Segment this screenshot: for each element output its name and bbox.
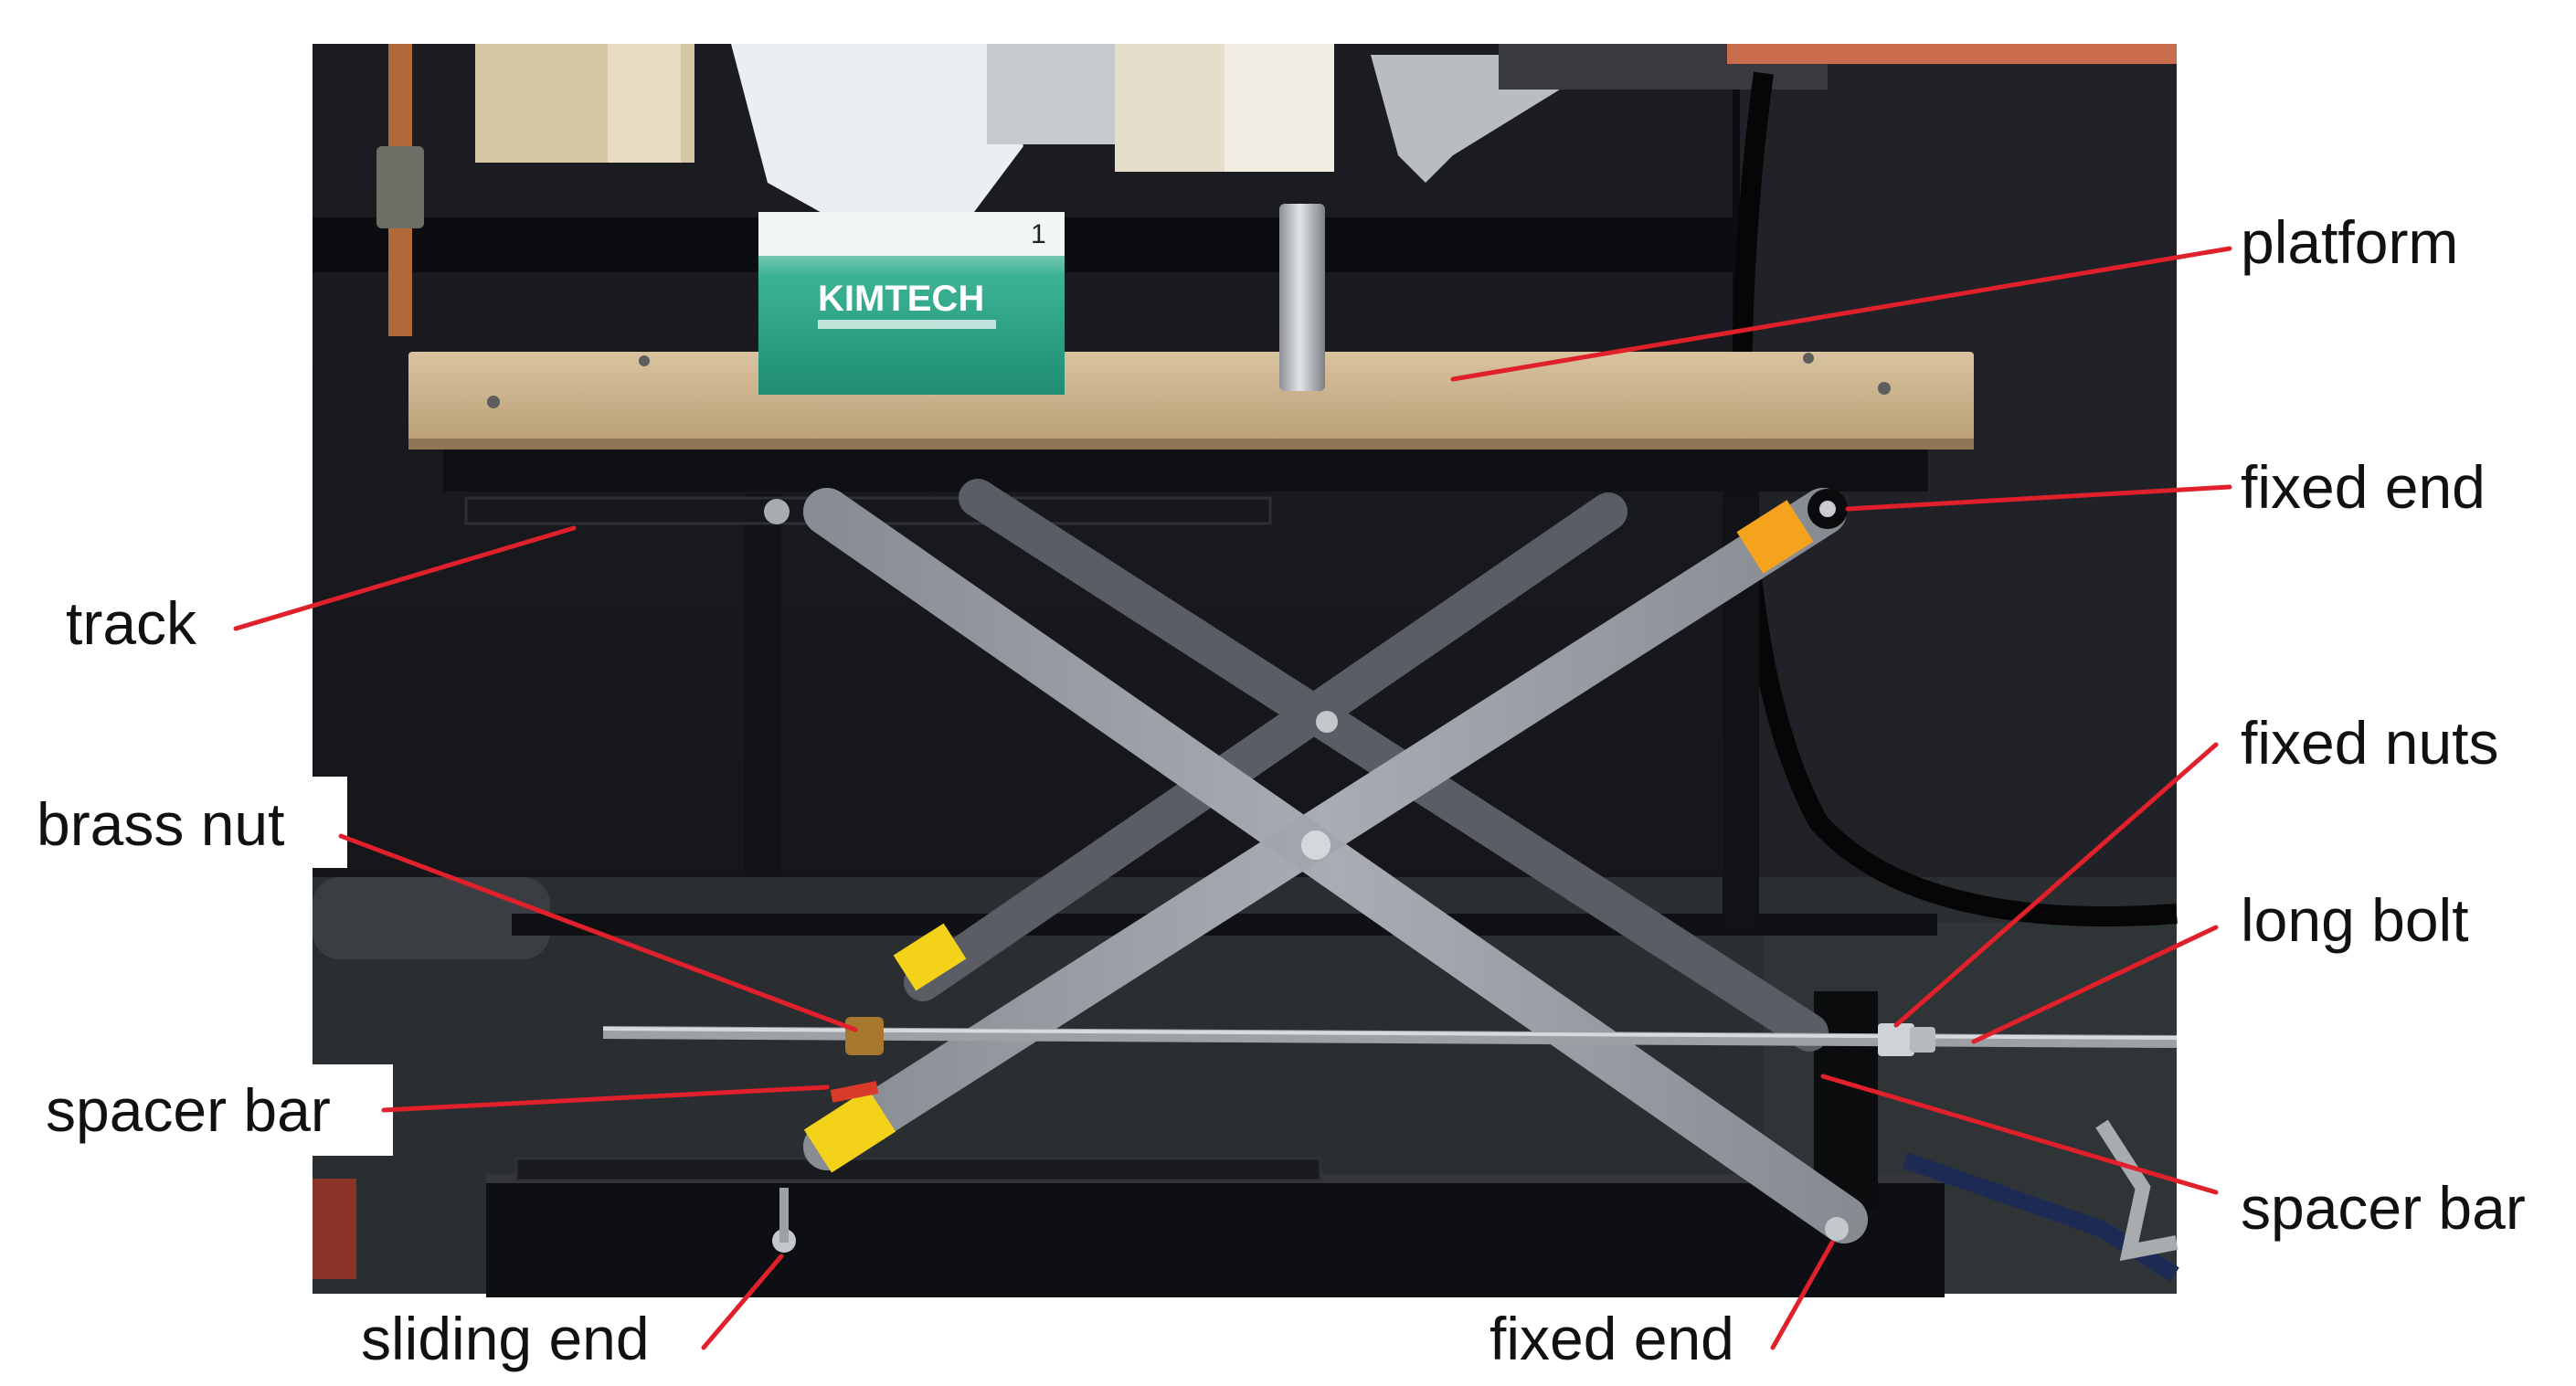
fixed-nuts-part (1878, 1023, 1914, 1056)
leader-spacer-bar-right (1820, 1074, 2219, 1195)
label-fixed-nuts: fixed nuts (2241, 709, 2499, 777)
tissue-box-brand: KIMTECH (818, 279, 984, 319)
leader-track (233, 525, 577, 631)
leader-fixed-end-top (1845, 484, 2232, 512)
label-long-bolt: long bolt (2241, 886, 2469, 954)
leader-brass-nut (338, 833, 858, 1032)
center-pivot (1301, 831, 1330, 860)
tissue-box-number: 1 (1031, 219, 1046, 249)
leader-fixed-end-bottom (1770, 1240, 1835, 1350)
scissor-arm-back-b (904, 492, 1627, 1001)
label-fixed-end-top: fixed end (2241, 453, 2486, 521)
orange-tape (1736, 500, 1814, 574)
leader-lines (233, 246, 2232, 1350)
leader-long-bolt (1971, 925, 2219, 1044)
label-brass-nut: brass nut (37, 790, 284, 858)
platform-frame (443, 450, 1928, 492)
yellow-tape-lower (803, 1088, 896, 1173)
label-spacer-bar-left: spacer bar (46, 1076, 331, 1144)
labels: platform fixed end track fixed nuts bras… (37, 208, 2526, 1372)
label-spacer-bar-right: spacer bar (2241, 1174, 2526, 1242)
bottom-fixed-end-pin (1825, 1217, 1849, 1241)
metal-cylinder (1279, 204, 1325, 391)
base-frame (486, 1179, 1945, 1297)
label-platform: platform (2241, 208, 2458, 276)
leader-spacer-bar-left (381, 1084, 830, 1113)
yellow-tape-upper (893, 923, 967, 991)
tissue-paper (731, 44, 1023, 228)
label-sliding-end: sliding end (361, 1305, 650, 1372)
leader-fixed-nuts (1893, 742, 2219, 1028)
leader-platform (1450, 246, 2232, 382)
leader-sliding-end (701, 1254, 784, 1350)
brass-nut-part (845, 1017, 884, 1055)
lower-track (514, 1157, 1322, 1182)
photograph: 1 KIMTECH (313, 44, 2179, 1297)
label-fixed-end-bottom: fixed end (1489, 1305, 1734, 1372)
tool-handle (1903, 1152, 2179, 1282)
label-track: track (66, 589, 197, 657)
